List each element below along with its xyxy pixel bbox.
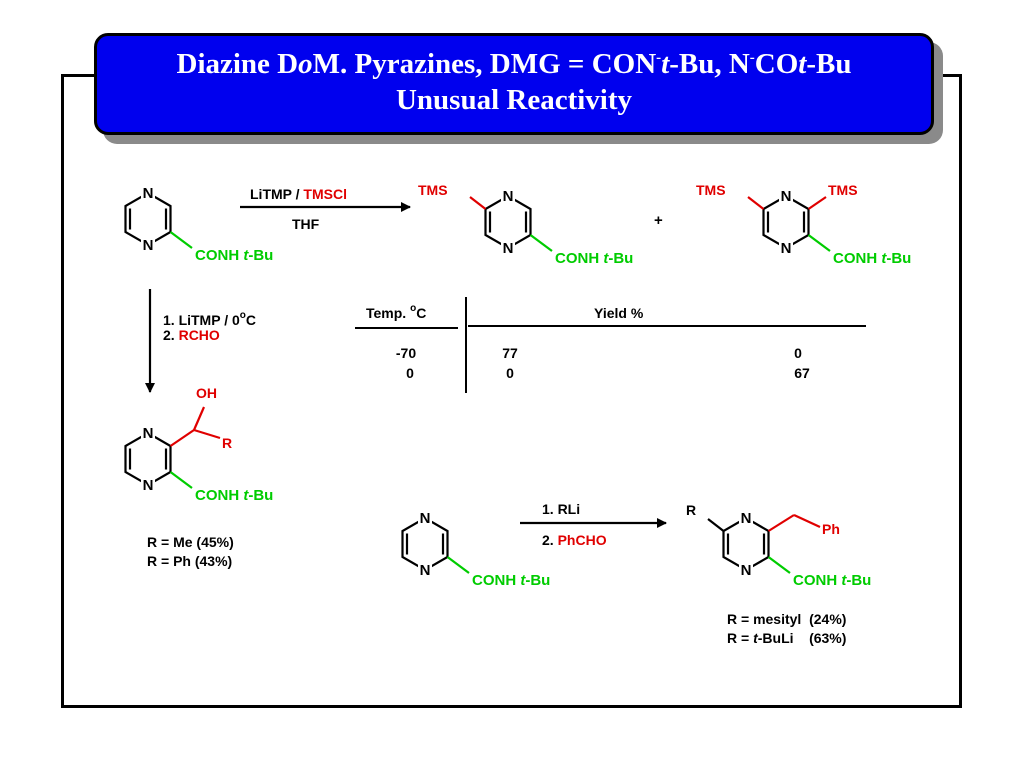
yield-table: Temp. oC Yield % -70 77 0 0 0 67 [355,297,866,393]
solvent-thf: THF [292,216,320,232]
ring-n-top: N [781,188,792,205]
ring-n-top: N [741,510,752,527]
title-line-1: Diazine DoM. Pyrazines, DMG = CON-t-Bu, … [176,48,852,80]
reagent-step-2: 2. RCHO [163,327,220,343]
table-cell-temp-2: 0 [406,365,414,381]
table-cell-yield2-1: 0 [794,345,802,361]
reagent-step-1: 1. LiTMP / 0oC [163,310,256,328]
r-substituent: R [686,502,696,518]
tms-group: TMS [418,182,448,198]
product-mono-tms: N N TMS CONH t-Bu [418,182,633,267]
table-cell-yield1-2: 0 [506,365,514,381]
yield-r-ph: R = Ph (43%) [147,553,232,569]
tms-group-right: TMS [828,182,858,198]
benzyl-product: N N R Ph CONH t-Bu [686,502,871,589]
starting-pyrazine-top: N N CONH t-Bu [124,181,273,264]
table-header-yield: Yield % [594,305,644,321]
ring-n-bottom: N [143,237,154,254]
ring-n-bottom: N [781,240,792,257]
amide-group: CONH t-Bu [833,250,911,267]
amide-group: CONH t-Bu [472,572,550,589]
reagent-rli: 1. RLi [542,501,580,517]
carbinol-product: N N OH R CONH t-Bu [124,385,273,504]
slide-frame [61,74,962,708]
ring-n-top: N [143,425,154,442]
product-bis-tms: N N TMS TMS CONH t-Bu [696,182,911,267]
yield-r-mesityl: R = mesityl (24%) [727,611,846,627]
table-cell-yield2-2: 67 [794,365,810,381]
ring-n-top: N [420,510,431,527]
yield-r-me: R = Me (45%) [147,534,234,550]
starting-pyrazine-bottom: N N CONH t-Bu [401,506,550,589]
amide-group: CONH t-Bu [195,487,273,504]
ring-n-bottom: N [420,562,431,579]
title-banner: Diazine DoM. Pyrazines, DMG = CON-t-Bu, … [94,33,934,135]
plus-sign: + [654,212,663,229]
table-cell-yield1-1: 77 [502,345,518,361]
table-header-temp: Temp. oC [366,303,426,321]
reagent-litmp-tmscl: LiTMP / TMSCl [250,186,347,202]
ring-n-bottom: N [143,477,154,494]
ring-n-bottom: N [503,240,514,257]
r-group: R [222,435,232,451]
tms-group-left: TMS [696,182,726,198]
ring-n-bottom: N [741,562,752,579]
amide-group: CONH t-Bu [555,250,633,267]
hydroxyl-group: OH [196,385,217,401]
title-line-2: Unusual Reactivity [395,84,633,116]
ring-n-top: N [143,185,154,202]
amide-group: CONH t-Bu [793,572,871,589]
table-cell-temp-1: -70 [396,345,416,361]
amide-group: CONH t-Bu [195,247,273,264]
reagent-phcho: 2. PhCHO [542,532,607,548]
yield-r-tbuli: R = t-BuLi (63%) [727,630,846,646]
ring-n-top: N [503,188,514,205]
phenyl-group: Ph [822,521,840,537]
